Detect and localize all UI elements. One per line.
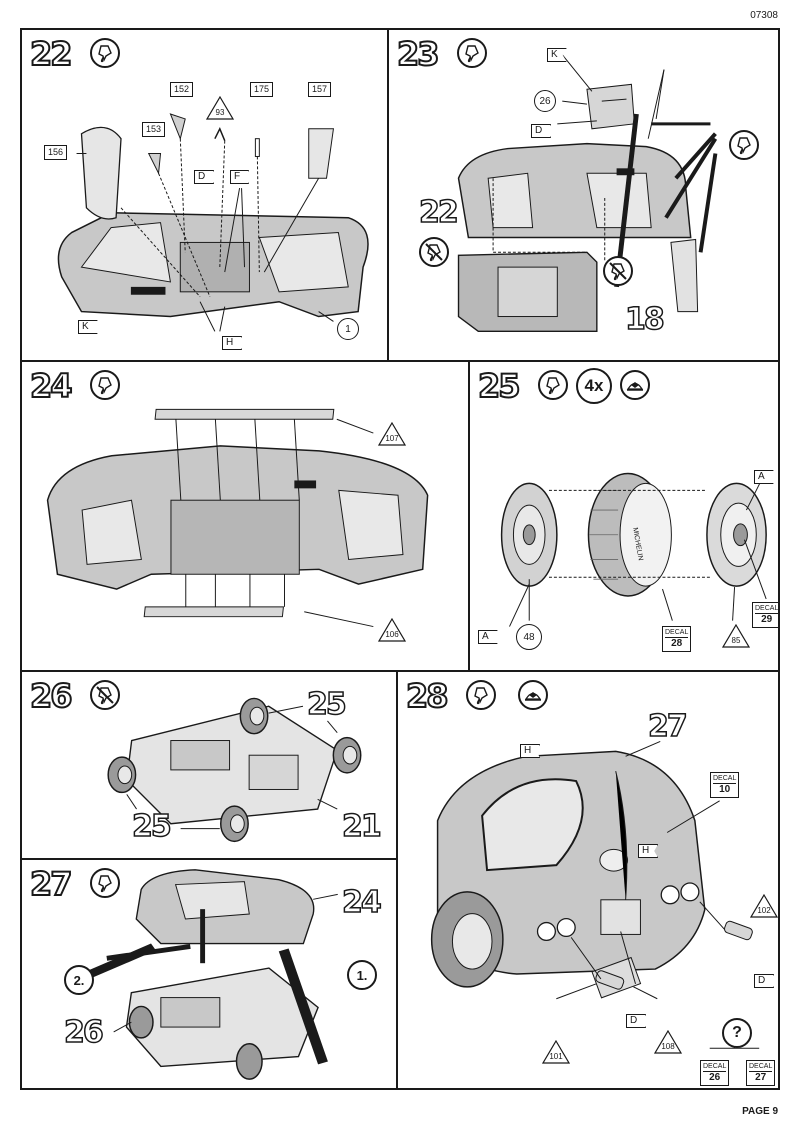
step-number: 25 [477,367,521,405]
page-number: PAGE 9 [742,1106,778,1117]
order-badge-second: 2. [64,965,94,995]
wheel-assembly-drawing [500,472,767,627]
part-label-107: 107 [378,422,406,446]
no-glue-icon [603,256,633,286]
step-number: 27 [29,865,73,903]
step-number: 26 [29,677,73,715]
glue-icon [538,370,568,400]
rear-end-lights-drawing [430,741,760,1049]
glue-icon [457,38,487,68]
body-and-interior-tub-drawing [457,54,718,333]
step-number: 22 [29,35,73,73]
callout-25: 25 [131,809,172,844]
part-label-102: 102 [750,894,778,918]
question-badge: ? [722,1018,752,1048]
point-label-a: A [754,470,774,484]
callout-18: 18 [624,302,665,337]
step-24-panel: 24 107 106 [20,360,470,672]
chassis-with-wheels-drawing [107,697,362,843]
point-label-d: D [754,974,775,988]
step-27-panel: 27 24 26 2. 1. [20,858,398,1090]
part-label-26: 26 [534,90,556,112]
part-label-48: 48 [516,624,542,650]
point-label-k: K [547,48,567,62]
part-label-153: 153 [142,122,166,137]
step-22-panel: 22 152 153 156 175 157 93 D F K H 1 [20,28,389,362]
glue-icon [90,38,120,68]
glue-icon [729,130,759,160]
callout-26: 26 [63,1015,104,1050]
document-code: 07308 [750,10,778,21]
no-glue-icon [419,237,449,267]
part-label-156: 156 [44,145,68,160]
part-label-108: 108 [654,1030,682,1054]
part-label-175: 175 [250,82,274,97]
body-with-floor-parts-drawing [46,408,429,628]
step-number: 24 [29,367,73,405]
car-body-interior-drawing [57,113,369,332]
step-number: 23 [396,35,440,73]
callout-27: 27 [647,709,688,744]
glue-icon [466,680,496,710]
step-23-panel: 23 K 26 D 22 18 [387,28,780,362]
glue-icon [90,868,120,898]
callout-22: 22 [418,195,459,230]
decal-icon [518,680,548,710]
no-glue-icon [90,680,120,710]
part-label-106: 106 [378,618,406,642]
decal-icon [620,370,650,400]
order-badge-first: 1. [347,960,377,990]
callout-25: 25 [306,687,347,722]
part-label-85: 85 [722,624,750,648]
glue-icon [90,370,120,400]
part-label-152: 152 [170,82,194,97]
callout-24: 24 [341,885,382,920]
part-label-157: 157 [308,82,332,97]
point-label-h: H [520,744,541,758]
body-onto-chassis-drawing [82,869,338,1080]
step-26-panel: 26 25 25 21 [20,670,398,860]
part-label-93: 93 [206,96,234,120]
callout-21: 21 [341,809,382,844]
step-number: 28 [405,677,449,715]
part-label-1: 1 [337,318,359,340]
quantity-badge: 4x [576,368,612,404]
part-label-101: 101 [542,1040,570,1064]
